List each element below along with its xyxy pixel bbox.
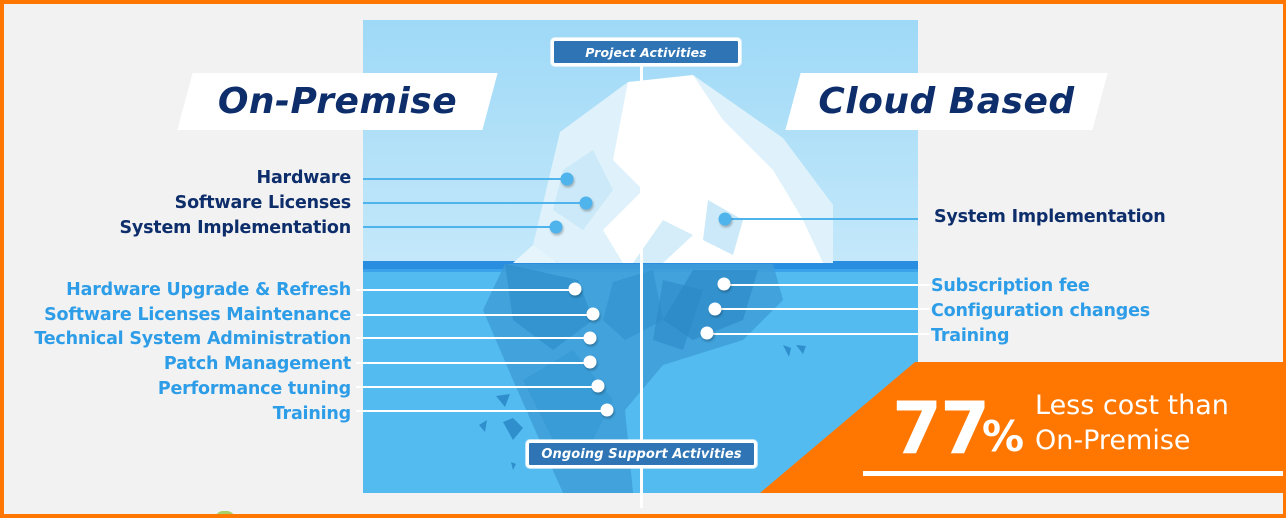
marker-dot — [549, 220, 563, 234]
marker-dot — [718, 212, 732, 226]
savings-description: Less cost than On-Premise — [1035, 388, 1229, 458]
leader-line — [356, 362, 590, 364]
leader-line — [356, 337, 590, 339]
onprem-item-performance-tuning: Performance tuning — [157, 379, 351, 399]
onprem-item-system-administration: Technical System Administration — [34, 329, 351, 349]
center-divider — [640, 62, 643, 508]
cloud-based-heading: Cloud Based — [785, 73, 1108, 130]
onprem-item-hardware: Hardware — [256, 168, 352, 188]
onprem-item-system-implementation: System Implementation — [119, 218, 351, 238]
heading-title: On-Premise — [217, 81, 458, 122]
leader-line — [363, 202, 586, 204]
onprem-item-patch-management: Patch Management — [163, 354, 351, 374]
marker-dot — [700, 326, 714, 340]
leader-line — [707, 333, 930, 335]
marker-dot — [586, 307, 600, 321]
savings-underline — [863, 471, 1283, 476]
marker-dot — [583, 331, 597, 345]
savings-value: 77 — [892, 386, 990, 470]
decorative-arc — [215, 511, 235, 514]
marker-dot — [568, 282, 582, 296]
onprem-item-licenses-maintenance: Software Licenses Maintenance — [44, 305, 351, 325]
marker-dot — [591, 379, 605, 393]
onprem-item-hardware-upgrade: Hardware Upgrade & Refresh — [66, 280, 351, 300]
leader-line — [715, 308, 930, 310]
cloud-item-training: Training — [931, 326, 1010, 346]
leader-line — [356, 386, 598, 388]
marker-dot — [579, 196, 593, 210]
cloud-item-subscription-fee: Subscription fee — [931, 276, 1090, 296]
marker-dot — [708, 302, 722, 316]
leader-line — [725, 218, 918, 220]
leader-line — [363, 226, 556, 228]
marker-dot — [560, 172, 574, 186]
on-premise-heading: On-Premise — [177, 73, 498, 130]
ongoing-support-tag: Ongoing Support Activities — [526, 440, 757, 468]
savings-line-2: On-Premise — [1035, 425, 1191, 456]
cloud-item-system-implementation: System Implementation — [934, 207, 1166, 227]
leader-line — [363, 178, 567, 180]
savings-unit: % — [982, 412, 1025, 461]
onprem-item-training: Training — [272, 404, 351, 424]
leader-line — [356, 289, 575, 291]
leader-line — [356, 314, 593, 316]
marker-dot — [600, 403, 614, 417]
savings-line-1: Less cost than — [1035, 390, 1229, 421]
marker-dot — [583, 355, 597, 369]
cloud-item-configuration-changes: Configuration changes — [931, 301, 1151, 321]
onprem-item-software-licenses: Software Licenses — [174, 193, 352, 213]
project-activities-tag: Project Activities — [551, 38, 741, 66]
leader-line — [724, 284, 930, 286]
leader-line — [356, 410, 607, 412]
marker-dot — [717, 277, 731, 291]
heading-title: Cloud Based — [818, 81, 1075, 122]
